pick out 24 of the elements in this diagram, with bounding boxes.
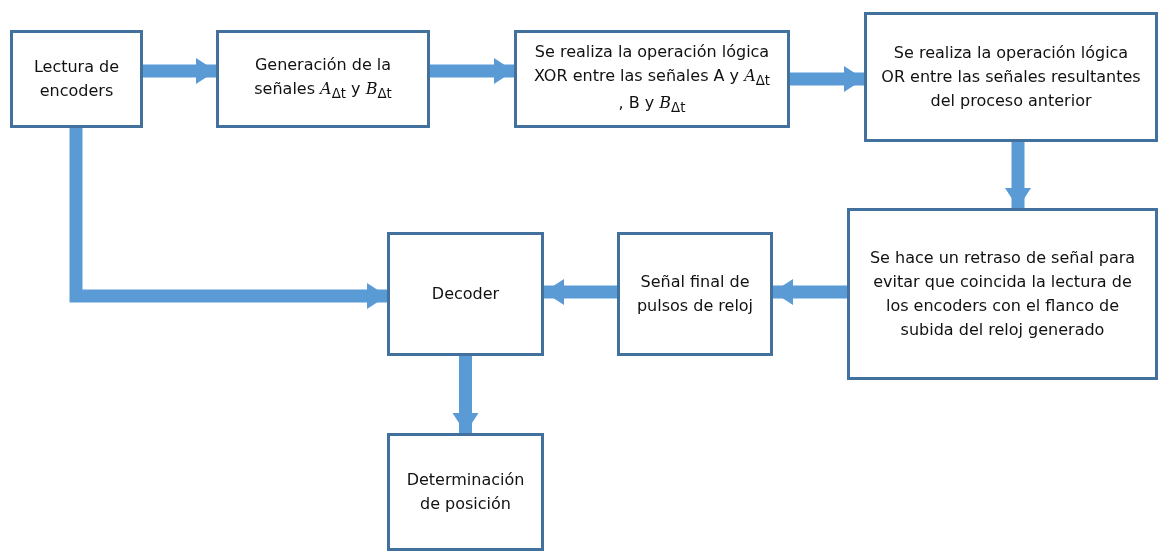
box-text: Se realiza la operación lógica OR entre las señales resultantes del proceso anterior (881, 42, 1141, 112)
box-text: Determinación de posición (405, 469, 526, 515)
process-box (617, 232, 773, 356)
process-box (514, 30, 790, 128)
process-box (216, 30, 430, 128)
box-text: Generación de la señales A$_{Δt}$ y B$_{Δt}$ (253, 54, 393, 104)
process-box (847, 208, 1158, 380)
block-arrow (773, 279, 847, 305)
box-text: Se hace un retraso de señal para evitar que coincida la lectura de los encoders con el flanco de subida del reloj generado (868, 247, 1137, 341)
process-box (387, 232, 544, 356)
block-arrow (790, 66, 864, 92)
box-text: Señal final de pulsos de reloj (635, 271, 755, 317)
process-box (387, 433, 544, 551)
block-arrow (544, 279, 617, 305)
block-arrow (452, 356, 479, 433)
block-arrow (1005, 142, 1031, 208)
block-arrow (143, 58, 216, 84)
box-text: Decoder (431, 283, 500, 305)
block-arrow (430, 58, 514, 84)
box-text: Se realiza la operación lógica XOR entre las señales A y A$_{Δt}$ , B y B$_{Δt}$ (532, 40, 772, 118)
box-text: Lectura de encoders (32, 56, 121, 102)
process-box (10, 30, 143, 128)
process-box (864, 12, 1158, 142)
block-arrow (69, 128, 387, 309)
